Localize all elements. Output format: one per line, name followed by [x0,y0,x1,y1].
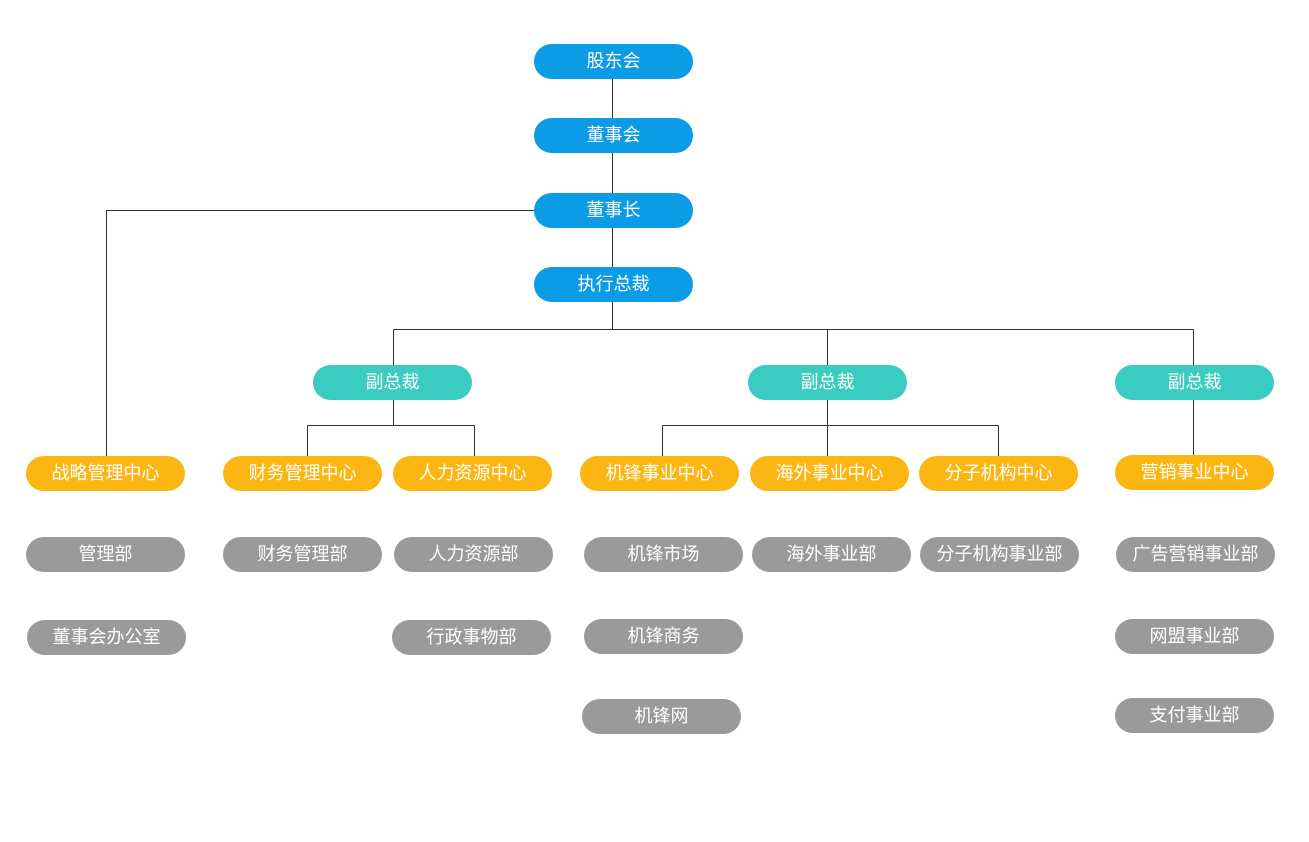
node-shareholders: 股东会 [534,44,693,79]
node-dept-management: 管理部 [26,537,185,572]
node-center-jifeng: 机锋事业中心 [580,456,739,491]
node-dept-board-office: 董事会办公室 [27,620,186,655]
node-dept-jifeng-business: 机锋商务 [584,619,743,654]
node-chairman: 董事长 [534,193,693,228]
node-dept-jifeng-market: 机锋市场 [584,537,743,572]
node-center-hr: 人力资源中心 [393,456,552,491]
node-dept-ad-marketing: 广告营销事业部 [1116,537,1275,572]
node-dept-branch: 分子机构事业部 [920,537,1079,572]
node-dept-jifeng-web: 机锋网 [582,699,741,734]
node-dept-ad-network: 网盟事业部 [1115,619,1274,654]
node-center-marketing: 营销事业中心 [1115,455,1274,490]
node-dept-hr: 人力资源部 [394,537,553,572]
node-center-strategy: 战略管理中心 [26,456,185,491]
node-dept-finance-management: 财务管理部 [223,537,382,572]
node-ceo: 执行总裁 [534,267,693,302]
node-vice-president-2: 副总裁 [748,365,907,400]
node-dept-admin: 行政事物部 [392,620,551,655]
node-dept-payment: 支付事业部 [1115,698,1274,733]
connector-chairman-strategy [106,210,534,456]
node-center-finance: 财务管理中心 [223,456,382,491]
node-center-overseas: 海外事业中心 [750,456,909,491]
node-vice-president-1: 副总裁 [313,365,472,400]
node-board: 董事会 [534,118,693,153]
node-dept-overseas: 海外事业部 [752,537,911,572]
node-vice-president-3: 副总裁 [1115,365,1274,400]
node-center-branch: 分子机构中心 [919,456,1078,491]
